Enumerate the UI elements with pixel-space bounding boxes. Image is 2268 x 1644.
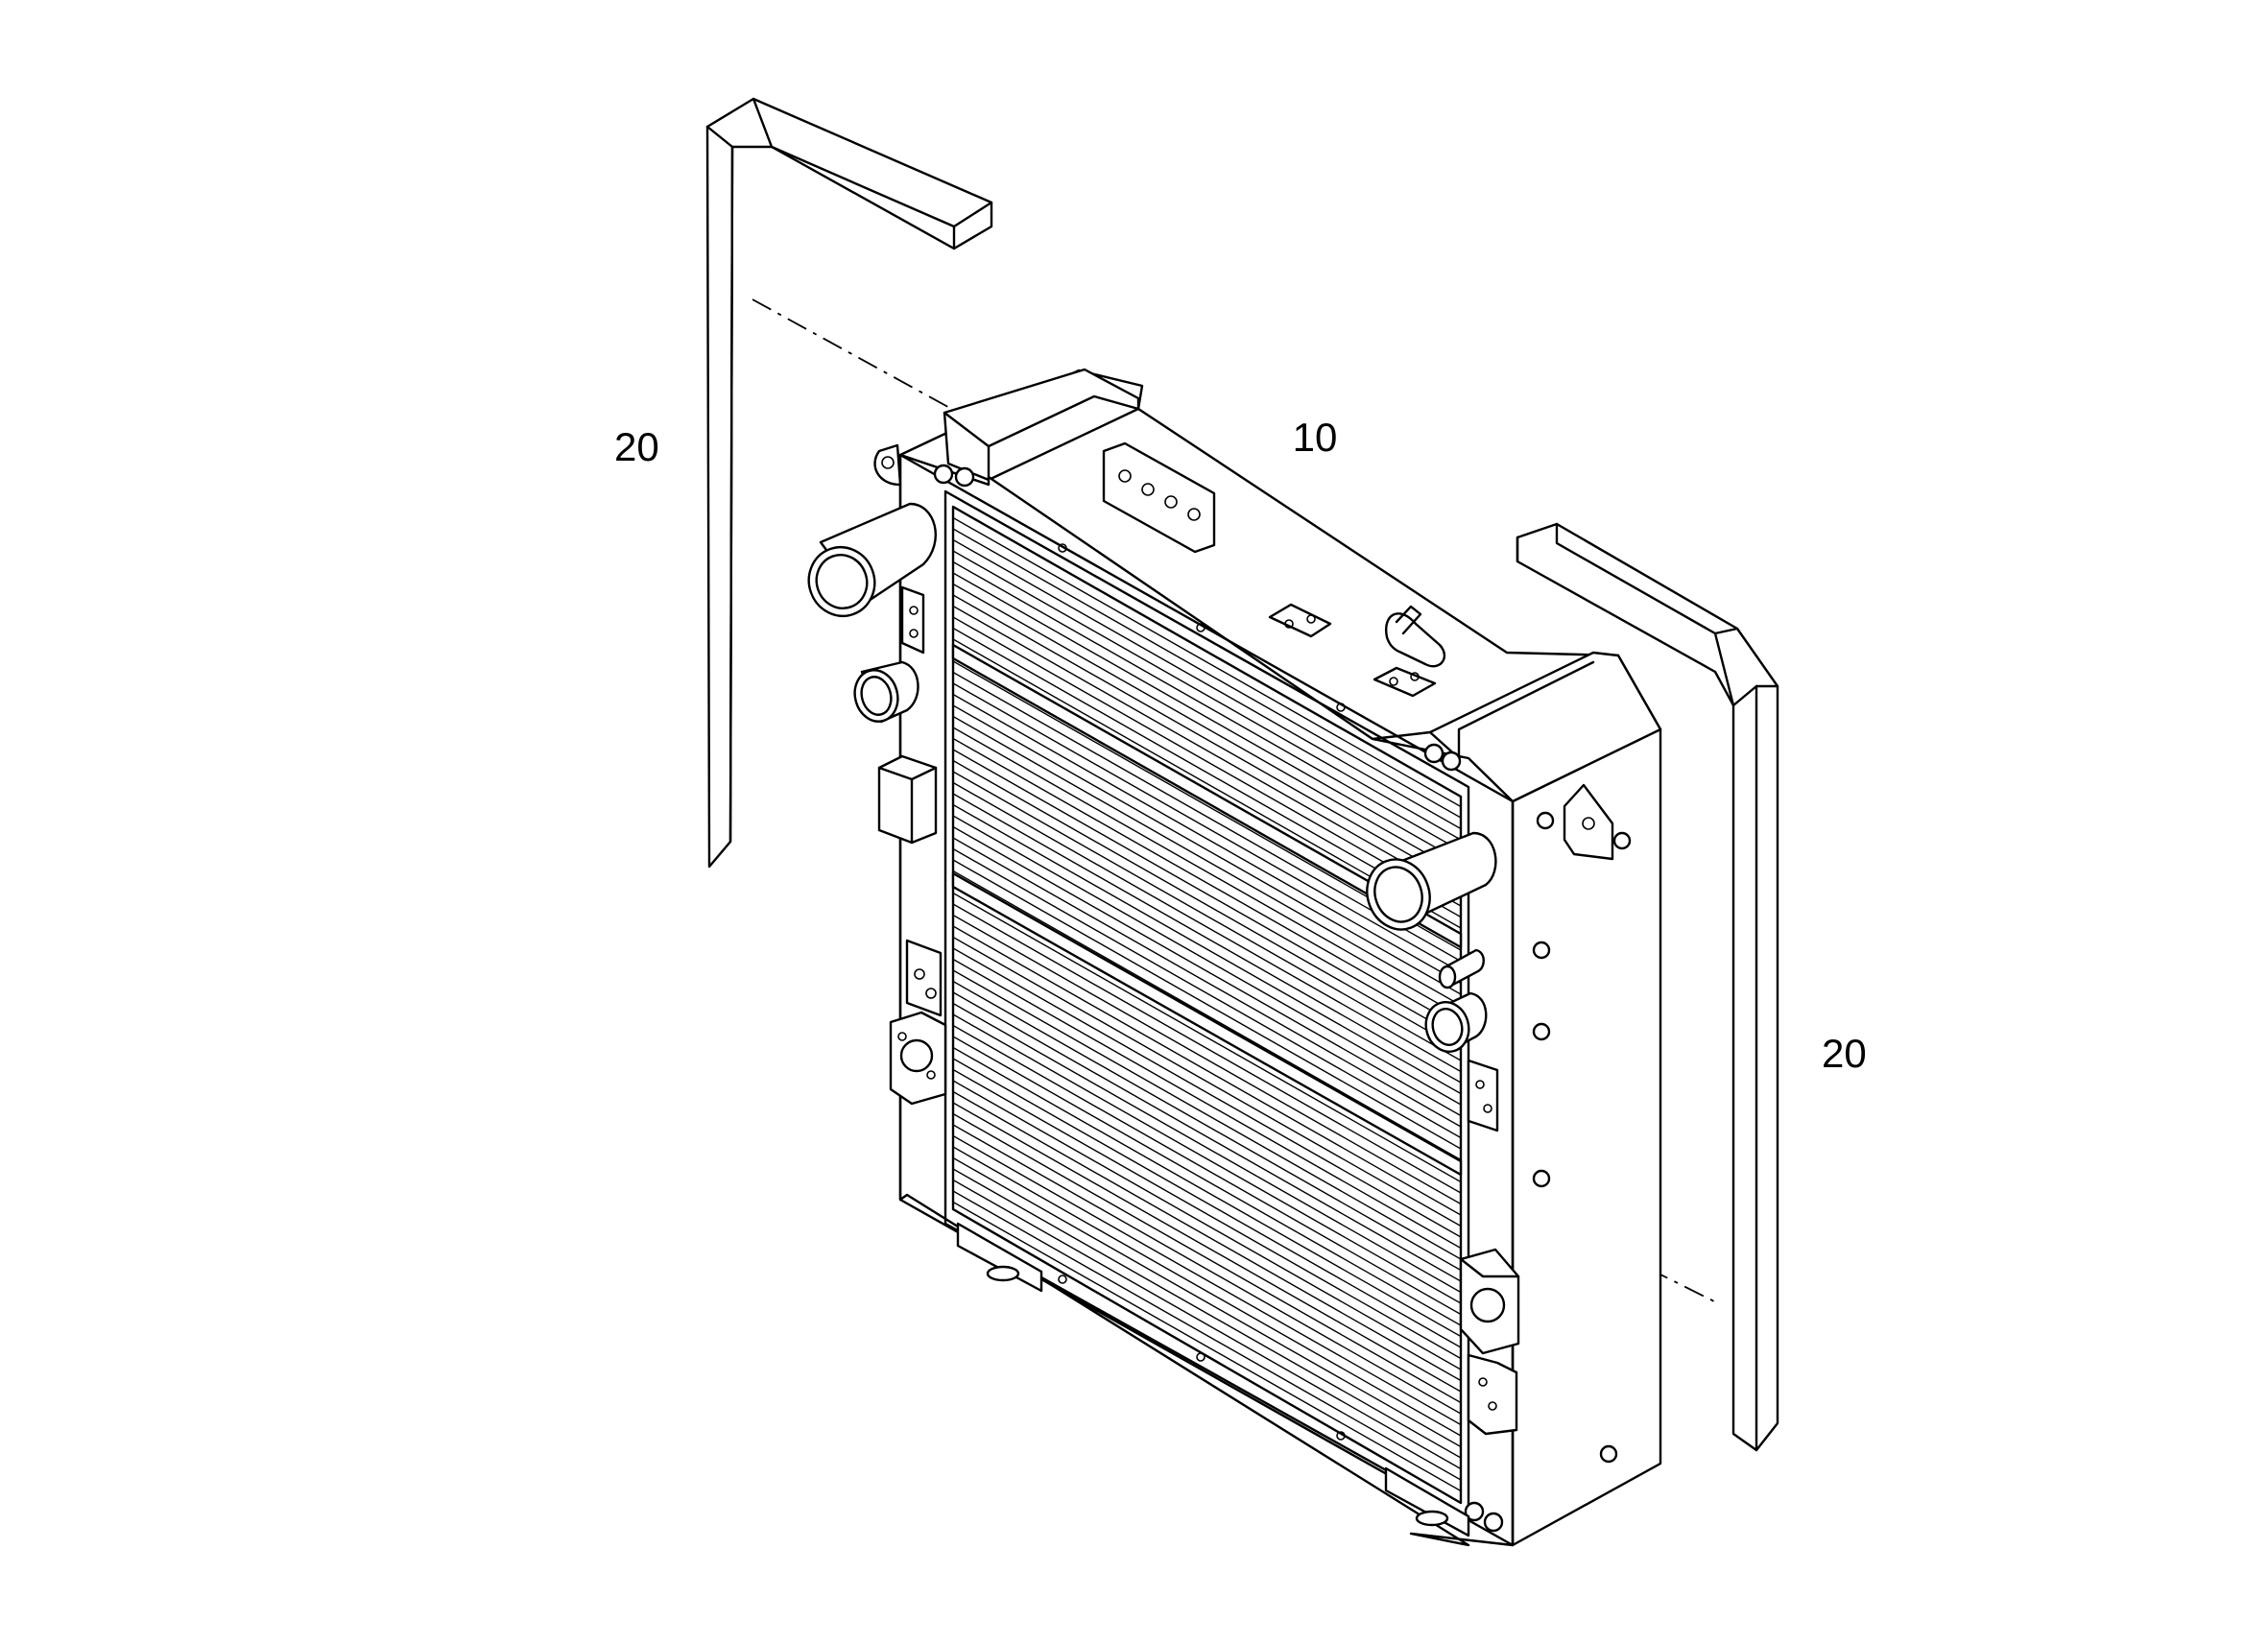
core-fin-line	[953, 991, 1461, 1282]
core-fin-line	[953, 572, 1461, 863]
core-fin-line	[953, 594, 1461, 885]
core-fin-line	[953, 958, 1461, 1250]
core-fin-line	[953, 616, 1461, 907]
core-fin-line	[953, 1179, 1461, 1470]
upper-right-pipe	[1366, 831, 1497, 931]
core-fin-line	[953, 759, 1461, 1051]
core-fin-line	[953, 528, 1461, 819]
core-fin-line	[953, 1190, 1461, 1481]
core-fin-line	[953, 1146, 1461, 1437]
core-fin-line	[953, 1024, 1461, 1316]
core-fin-line	[953, 560, 1461, 852]
core-fin-line	[953, 749, 1461, 1039]
core-fin-line	[953, 892, 1461, 1183]
core-fin-line	[953, 1068, 1461, 1360]
core-fin-line	[953, 936, 1461, 1227]
core-fin-line	[953, 1112, 1461, 1404]
callout-right-seal: 20	[1822, 1031, 1867, 1076]
core-fin-line	[953, 847, 1461, 1139]
core-fin-line	[953, 947, 1461, 1238]
core-fin-line	[953, 737, 1461, 1029]
core-fin-line	[953, 925, 1461, 1216]
core-fin-line	[953, 516, 1461, 808]
core-fin-line	[953, 859, 1461, 1150]
core-fin-line	[953, 1002, 1461, 1294]
lower-left-pipe	[853, 660, 919, 724]
callout-left-seal: 20	[614, 424, 659, 469]
core-fin-line	[953, 771, 1461, 1061]
core-fin-line	[953, 1156, 1461, 1448]
core-fin-line	[953, 1058, 1461, 1348]
core-fin-line	[953, 1046, 1461, 1338]
core-fin-line	[953, 793, 1461, 1084]
core-fin-line	[953, 1201, 1461, 1492]
core-fin-line	[953, 1102, 1461, 1393]
lower-right-pipe	[1424, 991, 1488, 1053]
core-fin-line	[953, 704, 1461, 995]
left-seal-leader-line	[752, 298, 956, 412]
core-fin-line	[953, 1134, 1461, 1426]
core-fin-line	[953, 914, 1461, 1205]
core-fin-line	[953, 682, 1461, 973]
core-fin-line	[953, 583, 1461, 874]
core-fin-line	[953, 715, 1461, 1007]
core-fin-line	[953, 1168, 1461, 1459]
radiator-assembly	[807, 368, 1662, 1547]
core-fin-line	[953, 969, 1461, 1260]
core-fin-line	[953, 605, 1461, 896]
core-fin-line	[953, 1080, 1461, 1370]
core-fin-line	[953, 1036, 1461, 1326]
core-fin-line	[953, 803, 1461, 1095]
callout-radiator: 10	[1293, 415, 1338, 460]
core-fin-line	[953, 825, 1461, 1117]
core-fin-line	[953, 903, 1461, 1194]
upper-left-pipe	[807, 502, 937, 617]
core-fin-line	[953, 781, 1461, 1073]
core-fin-line	[953, 980, 1461, 1272]
core-fin-line	[953, 693, 1461, 985]
core-fin-line	[953, 1090, 1461, 1382]
core-fin-line	[953, 1013, 1461, 1304]
core-fin-line	[953, 550, 1461, 841]
left-seal-strip	[705, 97, 993, 869]
core-fin-line	[953, 1124, 1461, 1415]
core-fin-line	[953, 870, 1461, 1161]
core-fin-line	[953, 538, 1461, 830]
core-fin-line	[953, 837, 1461, 1128]
core-fin-line	[953, 815, 1461, 1106]
core-fin-line	[953, 727, 1461, 1017]
